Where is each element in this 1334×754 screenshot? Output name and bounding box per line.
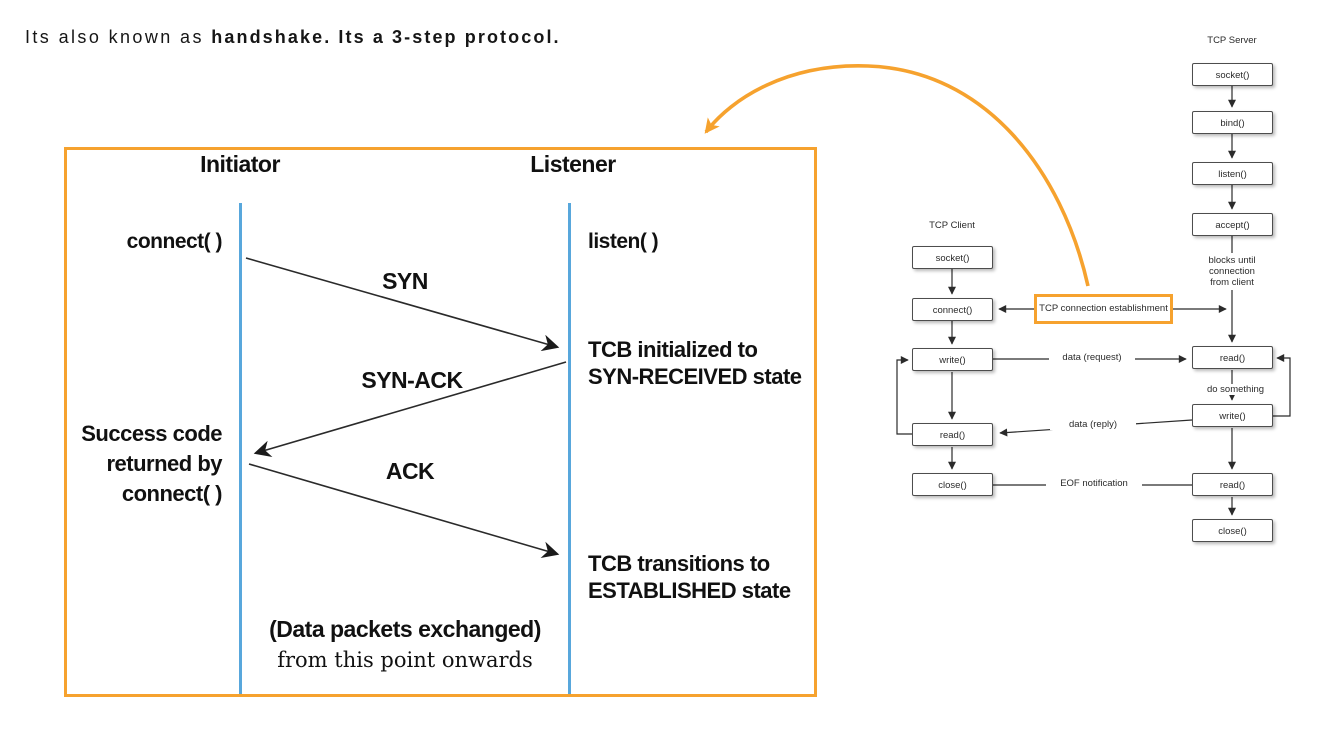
handshake-diagram-frame [64,147,817,697]
tcp-server-title: TCP Server [1207,35,1257,46]
server-write-box: write() [1192,404,1273,427]
server-close-box: close() [1192,519,1273,542]
tcb-established-note: TCB transitions to ESTABLISHED state [588,551,791,603]
syn-label: SYN [382,268,428,294]
server-read2-box: read() [1192,473,1273,496]
ack-arrow [248,463,560,559]
client-read-box: read() [912,423,993,446]
from-this-point-note: from this point onwards [277,648,533,672]
ack-label: ACK [385,458,435,484]
server-listen-box: listen() [1192,162,1273,185]
client-connect-box: connect() [912,298,993,321]
syn-arrow [245,257,560,352]
client-write-box: write() [912,348,993,371]
tcp-client-title: TCP Client [929,220,975,231]
initiator-heading: Initiator [200,151,280,177]
tcp-connection-establishment-box: TCP connection establishment [1034,294,1173,324]
client-close-box: close() [912,473,993,496]
listener-heading: Listener [530,151,616,177]
data-request-label: data (request) [1049,352,1135,363]
do-something-note: do something [1192,384,1279,395]
tcb-syn-received-note: TCB initialized to SYN-RECEIVED state [588,337,802,389]
server-bind-box: bind() [1192,111,1273,134]
initiator-timeline [239,203,242,694]
server-socket-box: socket() [1192,63,1273,86]
server-read-box: read() [1192,346,1273,369]
connect-call-label: connect( ) [126,230,223,253]
client-read-write-loop [896,356,912,435]
syn-ack-arrow [253,361,567,458]
blocks-until-note: blocks until connection from client [1208,255,1256,288]
success-code-note: Success code returned by connect( ) [81,421,222,506]
data-packets-note: (Data packets exchanged) [269,616,541,642]
page-title: Its also known as handshake. Its a 3-ste… [25,27,561,48]
syn-ack-label: SYN-ACK [361,367,463,393]
listen-call-label: listen( ) [588,230,659,253]
eof-notification-label: EOF notification [1046,478,1142,489]
page-title-bold: handshake. Its a 3-step protocol. [211,27,561,47]
listener-timeline [568,203,571,694]
client-socket-box: socket() [912,246,993,269]
server-accept-box: accept() [1192,213,1273,236]
page-title-normal: Its also known as [25,27,204,47]
establishment-pointer-arc [704,64,1090,287]
server-write-read-loop [1273,354,1291,417]
data-reply-label: data (reply) [1050,419,1136,430]
